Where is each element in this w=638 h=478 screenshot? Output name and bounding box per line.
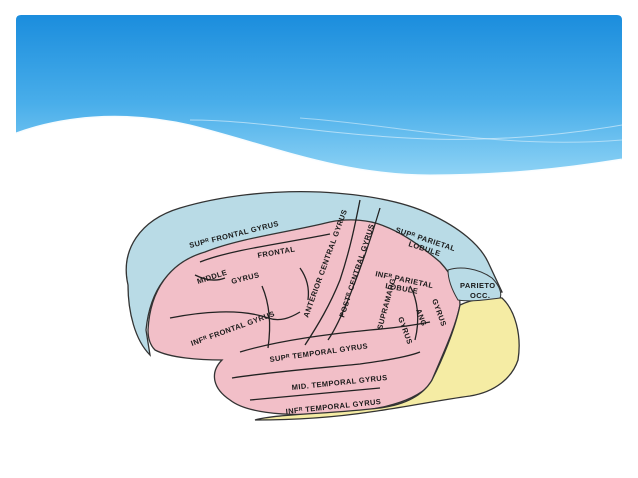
label-occ: OCC. bbox=[470, 291, 490, 300]
lateral-region bbox=[147, 219, 461, 416]
banner-wave-line bbox=[299, 117, 623, 143]
banner-wave-line bbox=[15, 115, 623, 178]
parieto-occipital-region bbox=[447, 267, 502, 302]
sulci bbox=[169, 199, 431, 401]
banner-wave-line bbox=[189, 119, 623, 140]
label-parieto: PARIETO bbox=[460, 281, 495, 290]
banner-fill bbox=[16, 15, 622, 176]
occipital-region bbox=[254, 296, 520, 421]
header-banner bbox=[15, 15, 623, 178]
